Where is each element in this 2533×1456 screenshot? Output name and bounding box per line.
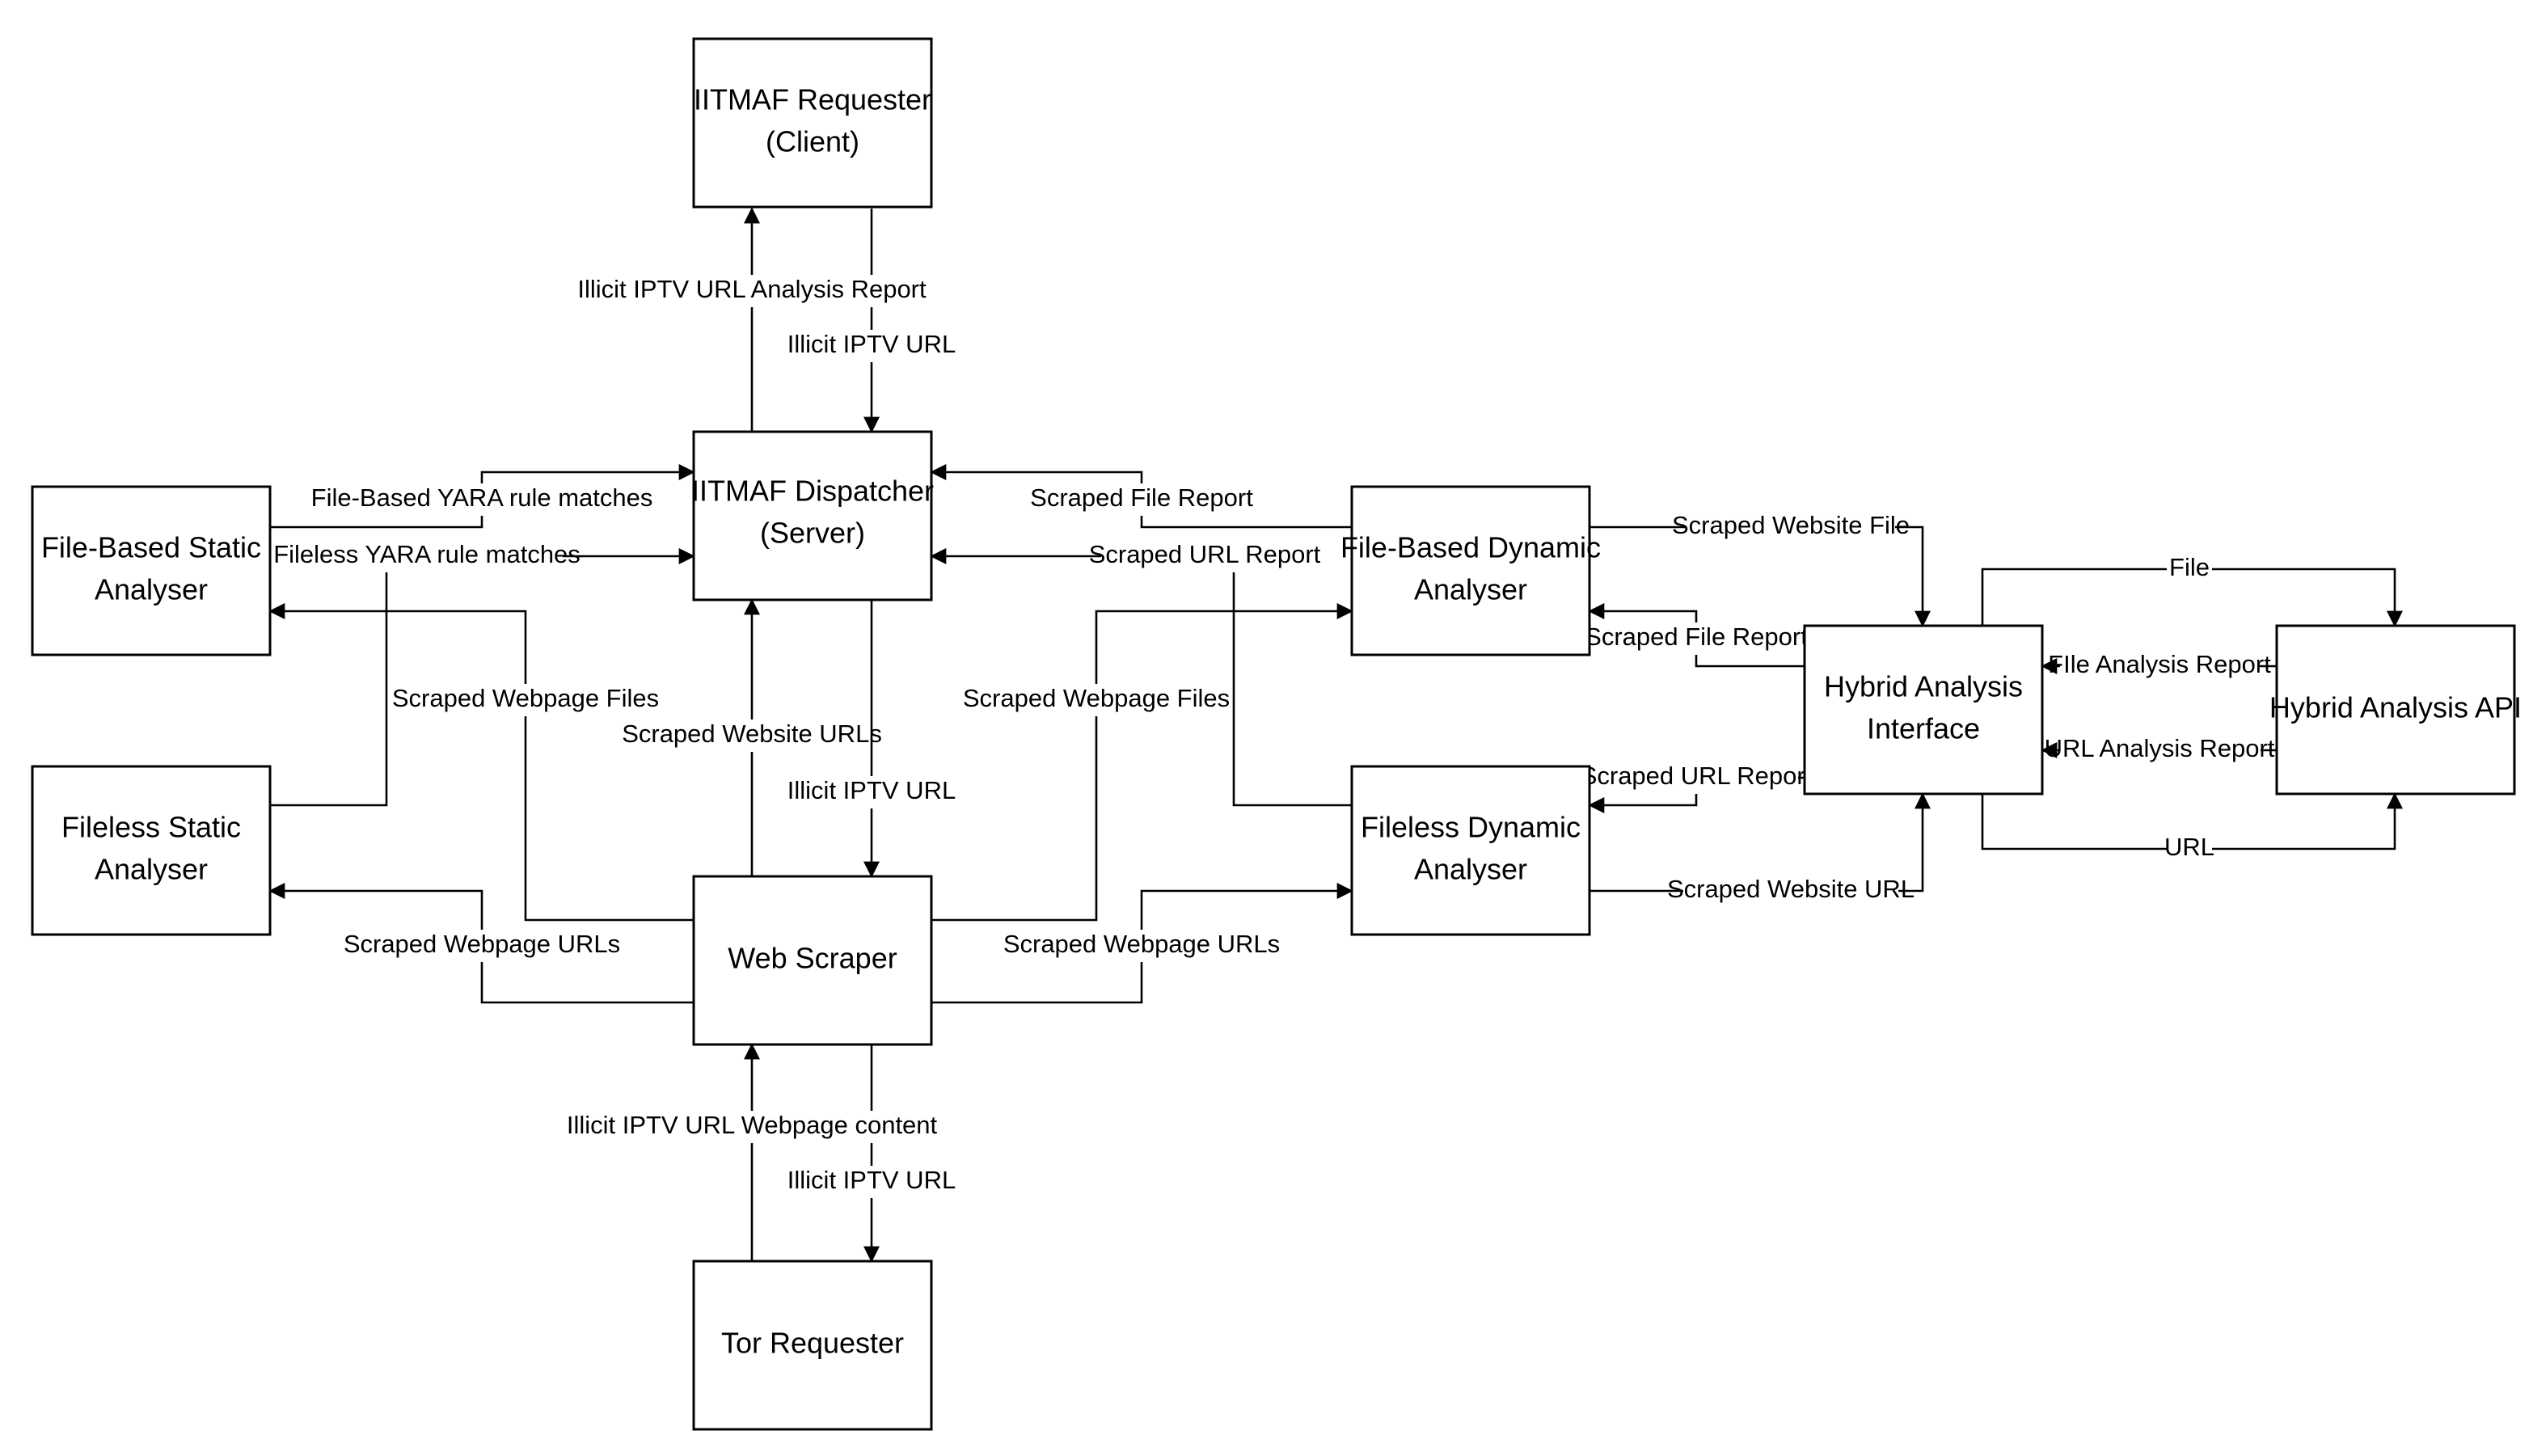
label-url-to-scraper: Illicit IPTV URL [787,776,956,804]
node-hybrid-interface-line2: Interface [1867,712,1980,745]
label-url-analysis-report: URL Analysis Report [2045,734,2275,762]
label-scraped-webpage-urls-right: Scraped Webpage URLs [1003,930,1280,958]
node-fl-dynamic: Fileless Dynamic Analyser [1350,765,1591,936]
node-hybrid-interface: Hybrid Analysis Interface [1803,624,2044,796]
label-fb-yara: File-Based YARA rule matches [311,483,653,512]
node-tor-line1: Tor Requester [721,1327,904,1360]
node-fl-static-line1: Fileless Static [61,811,241,844]
edge-scraped-url-report-dispatcher [930,548,1352,807]
node-fb-dynamic-line2: Analyser [1414,573,1527,606]
node-scraper: Web Scraper [692,875,933,1046]
label-scraped-webpage-files-left: Scraped Webpage Files [392,684,659,712]
node-fb-static: File-Based Static Analyser [31,485,272,656]
node-requester-line2: (Client) [766,125,859,158]
label-scraped-webpage-urls-left: Scraped Webpage URLs [344,930,620,958]
node-fl-dynamic-line1: Fileless Dynamic [1361,811,1581,844]
node-fb-static-line2: Analyser [95,573,208,606]
node-requester-line1: IITMAF Requester [694,83,931,116]
label-report-to-client: Illicit IPTV URL Analysis Report [577,275,927,303]
node-hybrid-api-line1: Hybrid Analysis API [2269,691,2522,724]
node-fb-dynamic-line1: File-Based Dynamic [1340,531,1601,564]
label-url-to-api: URL [2164,833,2214,861]
label-scraped-file-report-interface: Scraped File Report [1585,622,1808,651]
node-fb-dynamic: File-Based Dynamic Analyser [1340,485,1601,656]
label-fl-yara: Fileless YARA rule matches [273,540,580,568]
label-webpage-content: Illicit IPTV URL Webpage content [567,1111,938,1139]
label-scraped-url-report-interface: Scraped URL Report [1581,762,1813,790]
label-scraped-website-url: Scraped Website URL [1667,875,1915,903]
node-dispatcher-line2: (Server) [760,517,865,550]
node-fl-static: Fileless Static Analyser [31,765,272,936]
node-hybrid-interface-line1: Hybrid Analysis [1824,670,2023,703]
edges [268,207,2403,1263]
label-file-analysis-report: FIle Analysis Report [2048,650,2271,678]
label-scraped-webpage-files-right: Scraped Webpage Files [963,684,1230,712]
label-file-to-api: File [2169,553,2210,581]
edge-scraped-webpage-files-right [931,603,1353,922]
node-requester: IITMAF Requester (Client) [692,37,933,209]
node-fl-static-line2: Analyser [95,853,208,886]
label-scraped-url-report-dispatcher: Scraped URL Report [1089,540,1321,568]
label-url-to-tor: Illicit IPTV URL [787,1166,956,1194]
edge-fl-yara [270,548,695,807]
node-fb-static-line1: File-Based Static [41,531,261,564]
node-tor: Tor Requester [692,1260,933,1431]
edge-labels: Illicit IPTV URL Analysis Report Illicit… [273,275,2275,1198]
node-dispatcher-line1: IITMAF Dispatcher [691,475,934,508]
label-url-to-dispatcher: Illicit IPTV URL [787,330,956,358]
node-fl-dynamic-line2: Analyser [1414,853,1527,886]
label-scraped-file-report-dispatcher: Scraped File Report [1030,483,1253,512]
node-dispatcher: IITMAF Dispatcher (Server) [691,430,934,601]
label-scraped-website-file: Scraped Website File [1672,511,1910,539]
node-scraper-line1: Web Scraper [728,942,897,975]
node-hybrid-api: Hybrid Analysis API [2269,624,2522,796]
nodes: IITMAF Requester (Client) IITMAF Dispatc… [31,37,2522,1431]
edge-scraped-webpage-files-left [268,603,694,922]
label-scraped-website-urls: Scraped Website URLs [622,720,882,748]
